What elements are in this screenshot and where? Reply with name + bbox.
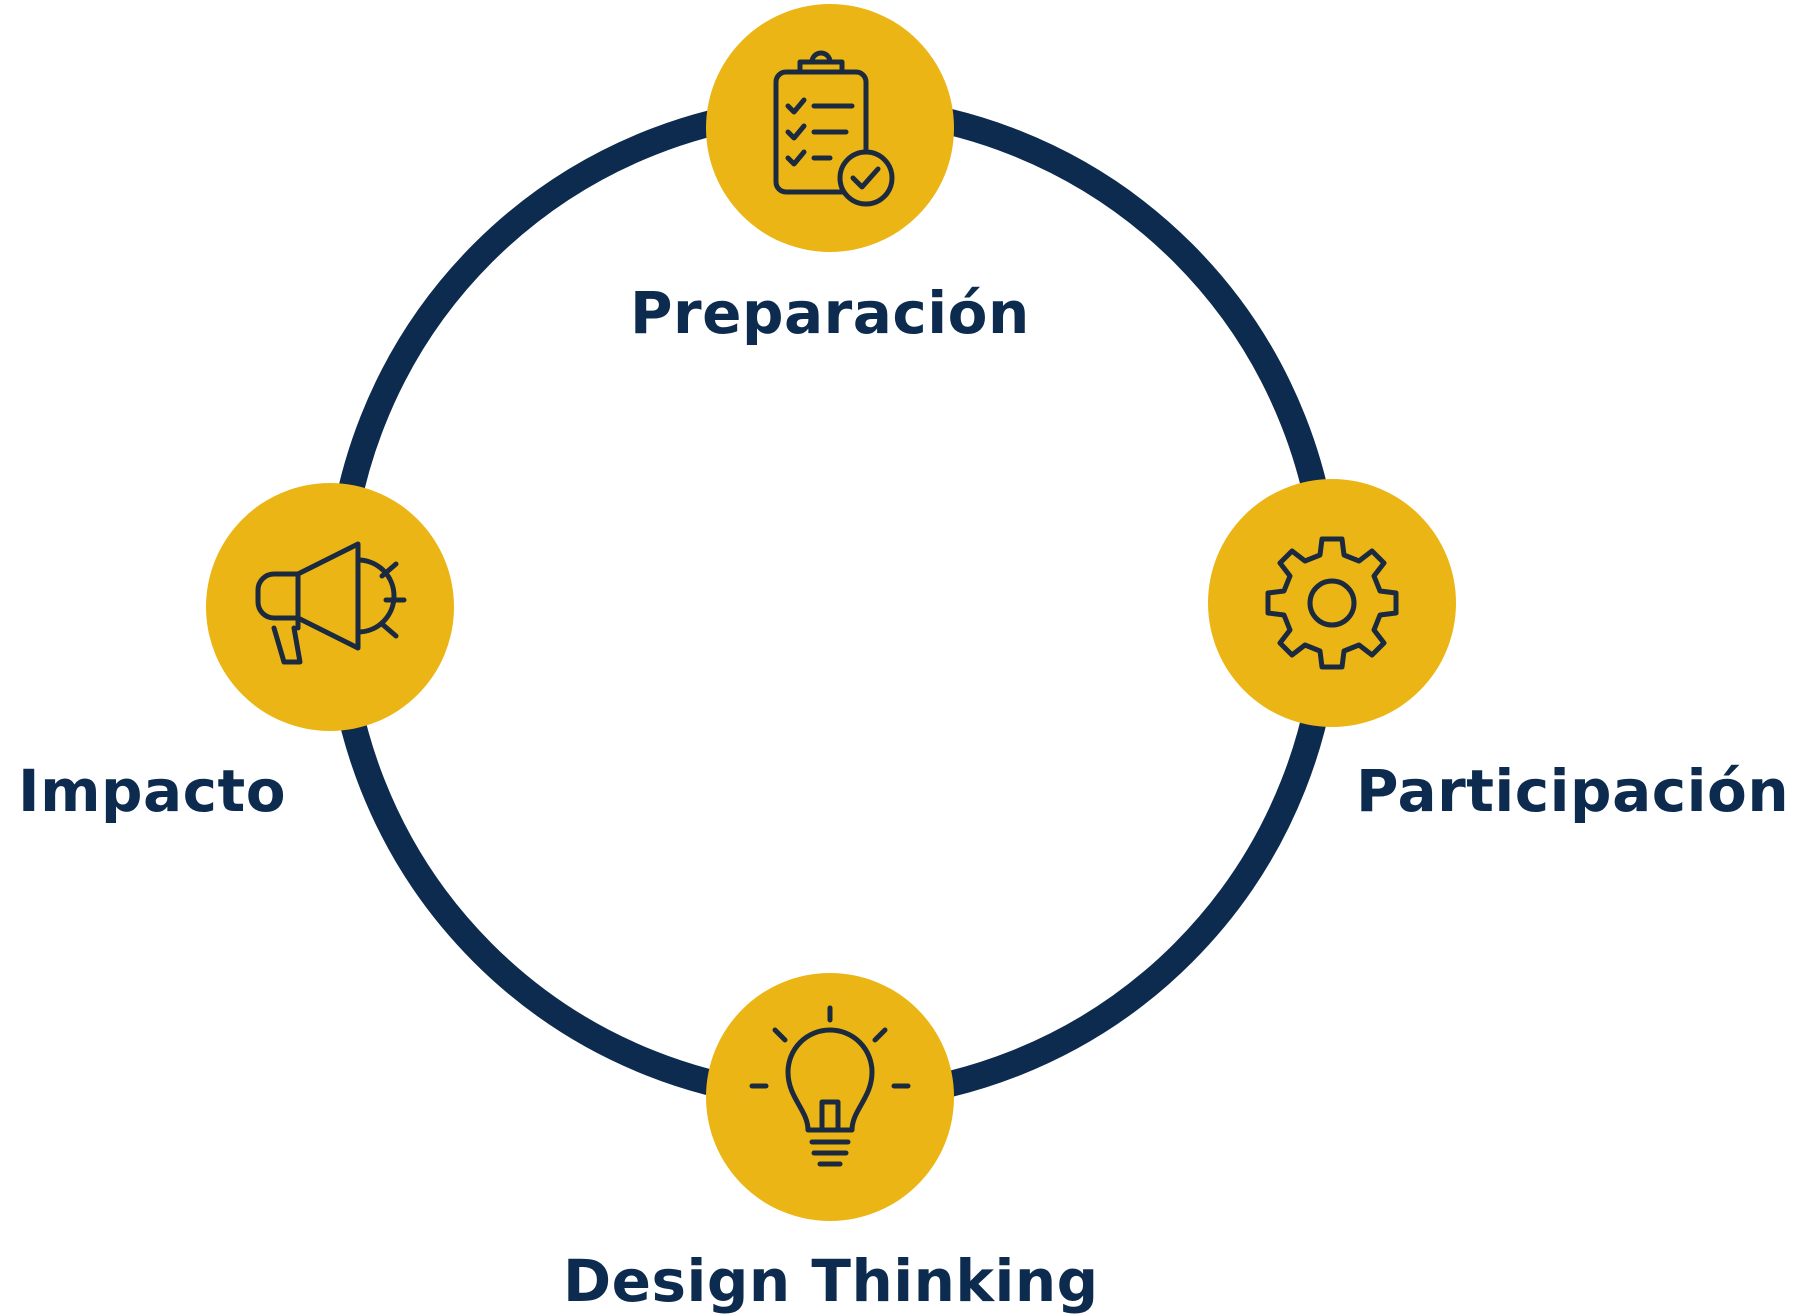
stage-label-participacion: Participación — [1356, 757, 1790, 825]
stage-node-bottom — [706, 973, 954, 1221]
stage-node-left — [206, 483, 454, 731]
stage-node-top — [706, 4, 954, 252]
lightbulb-icon — [749, 1005, 911, 1167]
megaphone-icon — [255, 541, 407, 665]
node-circle-left — [206, 483, 454, 731]
node-circle-top — [706, 4, 954, 252]
stage-label-preparacion: Preparación — [630, 279, 1030, 347]
stage-label-impacto: Impacto — [18, 757, 287, 825]
node-circle-right — [1208, 479, 1456, 727]
gear-icon — [1265, 536, 1399, 670]
cycle-ring — [325, 95, 1341, 1111]
node-circle-bottom — [706, 973, 954, 1221]
clipboard-check-icon — [773, 50, 895, 207]
stage-label-design-thinking: Design Thinking — [563, 1247, 1099, 1315]
stage-node-right — [1208, 479, 1456, 727]
